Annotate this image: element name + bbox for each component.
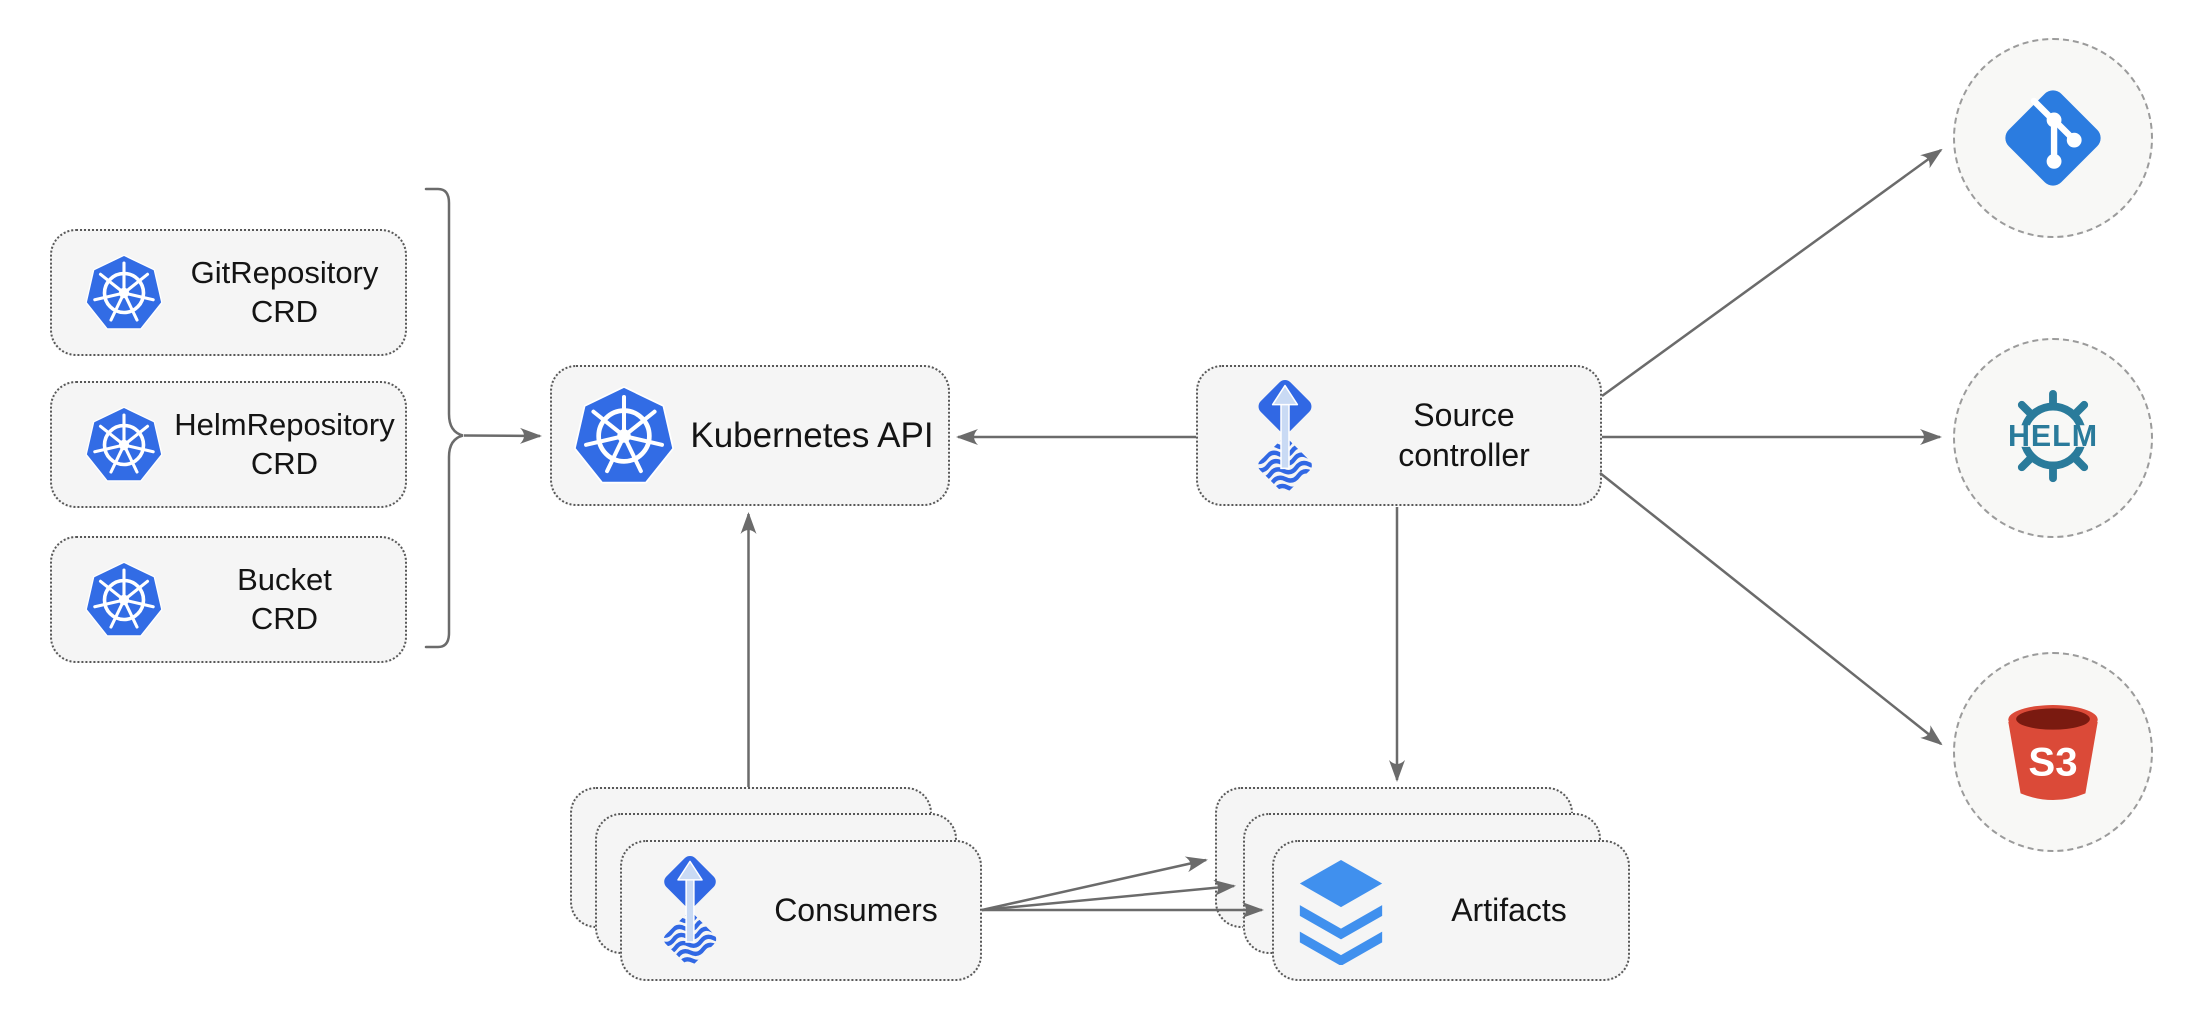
source-controller-label: Source controller	[1328, 396, 1600, 475]
arrow-bracket-to-kubernetes-api	[463, 427, 542, 444]
bucket-crd-label: Bucket CRD	[164, 561, 405, 638]
arrow-consumers-to-artifacts-middle	[981, 879, 1236, 912]
arrow-consumers-to-artifacts-back	[981, 856, 1208, 912]
flux-icon	[648, 853, 732, 968]
artifacts-box: Artifacts	[1272, 840, 1630, 981]
gitrepository-crd-label: GitRepository CRD	[164, 254, 405, 331]
kubernetes-icon	[572, 384, 676, 488]
s3-source-circle: S3	[1953, 652, 2153, 852]
source-controller-line2: controller	[1398, 436, 1530, 473]
crd-kind: CRD	[250, 445, 319, 481]
crd-group-bracket	[424, 187, 464, 649]
gitrepository-crd-box: GitRepository CRD	[50, 229, 407, 356]
kubernetes-api-box: Kubernetes API	[550, 365, 950, 506]
helm-text: HELM	[2008, 419, 2098, 453]
kubernetes-api-label: Kubernetes API	[690, 415, 934, 455]
kubernetes-icon	[84, 560, 164, 640]
helmrepository-crd-label: HelmRepository CRD	[164, 406, 405, 483]
s3-bucket-icon: S3	[2008, 705, 2098, 801]
crd-name: Bucket	[237, 562, 332, 598]
arrow-source-controller-to-git	[1601, 148, 1943, 398]
bucket-crd-box: Bucket CRD	[50, 536, 407, 663]
git-source-circle	[1953, 38, 2153, 238]
s3-text: S3	[2028, 739, 2077, 784]
crd-kind: CRD	[250, 600, 319, 636]
kubernetes-icon	[84, 405, 164, 485]
crd-name: HelmRepository	[174, 407, 395, 443]
git-icon	[2005, 90, 2101, 186]
helm-source-circle: HELM	[1953, 338, 2153, 538]
source-controller-box: Source controller	[1196, 365, 1602, 506]
helmrepository-crd-box: HelmRepository CRD	[50, 381, 407, 508]
consumers-label: Consumers	[774, 891, 938, 928]
arrow-source-controller-to-s3	[1599, 472, 1943, 746]
helm-icon: HELM	[2008, 389, 2098, 483]
layers-icon	[1299, 859, 1383, 965]
source-controller-line1: Source	[1413, 396, 1515, 433]
flux-icon	[1242, 377, 1328, 495]
kubernetes-icon	[84, 253, 164, 333]
crd-name: GitRepository	[190, 255, 379, 291]
artifacts-label: Artifacts	[1451, 891, 1567, 928]
crd-kind: CRD	[250, 293, 319, 329]
consumers-box: Consumers	[620, 840, 982, 981]
